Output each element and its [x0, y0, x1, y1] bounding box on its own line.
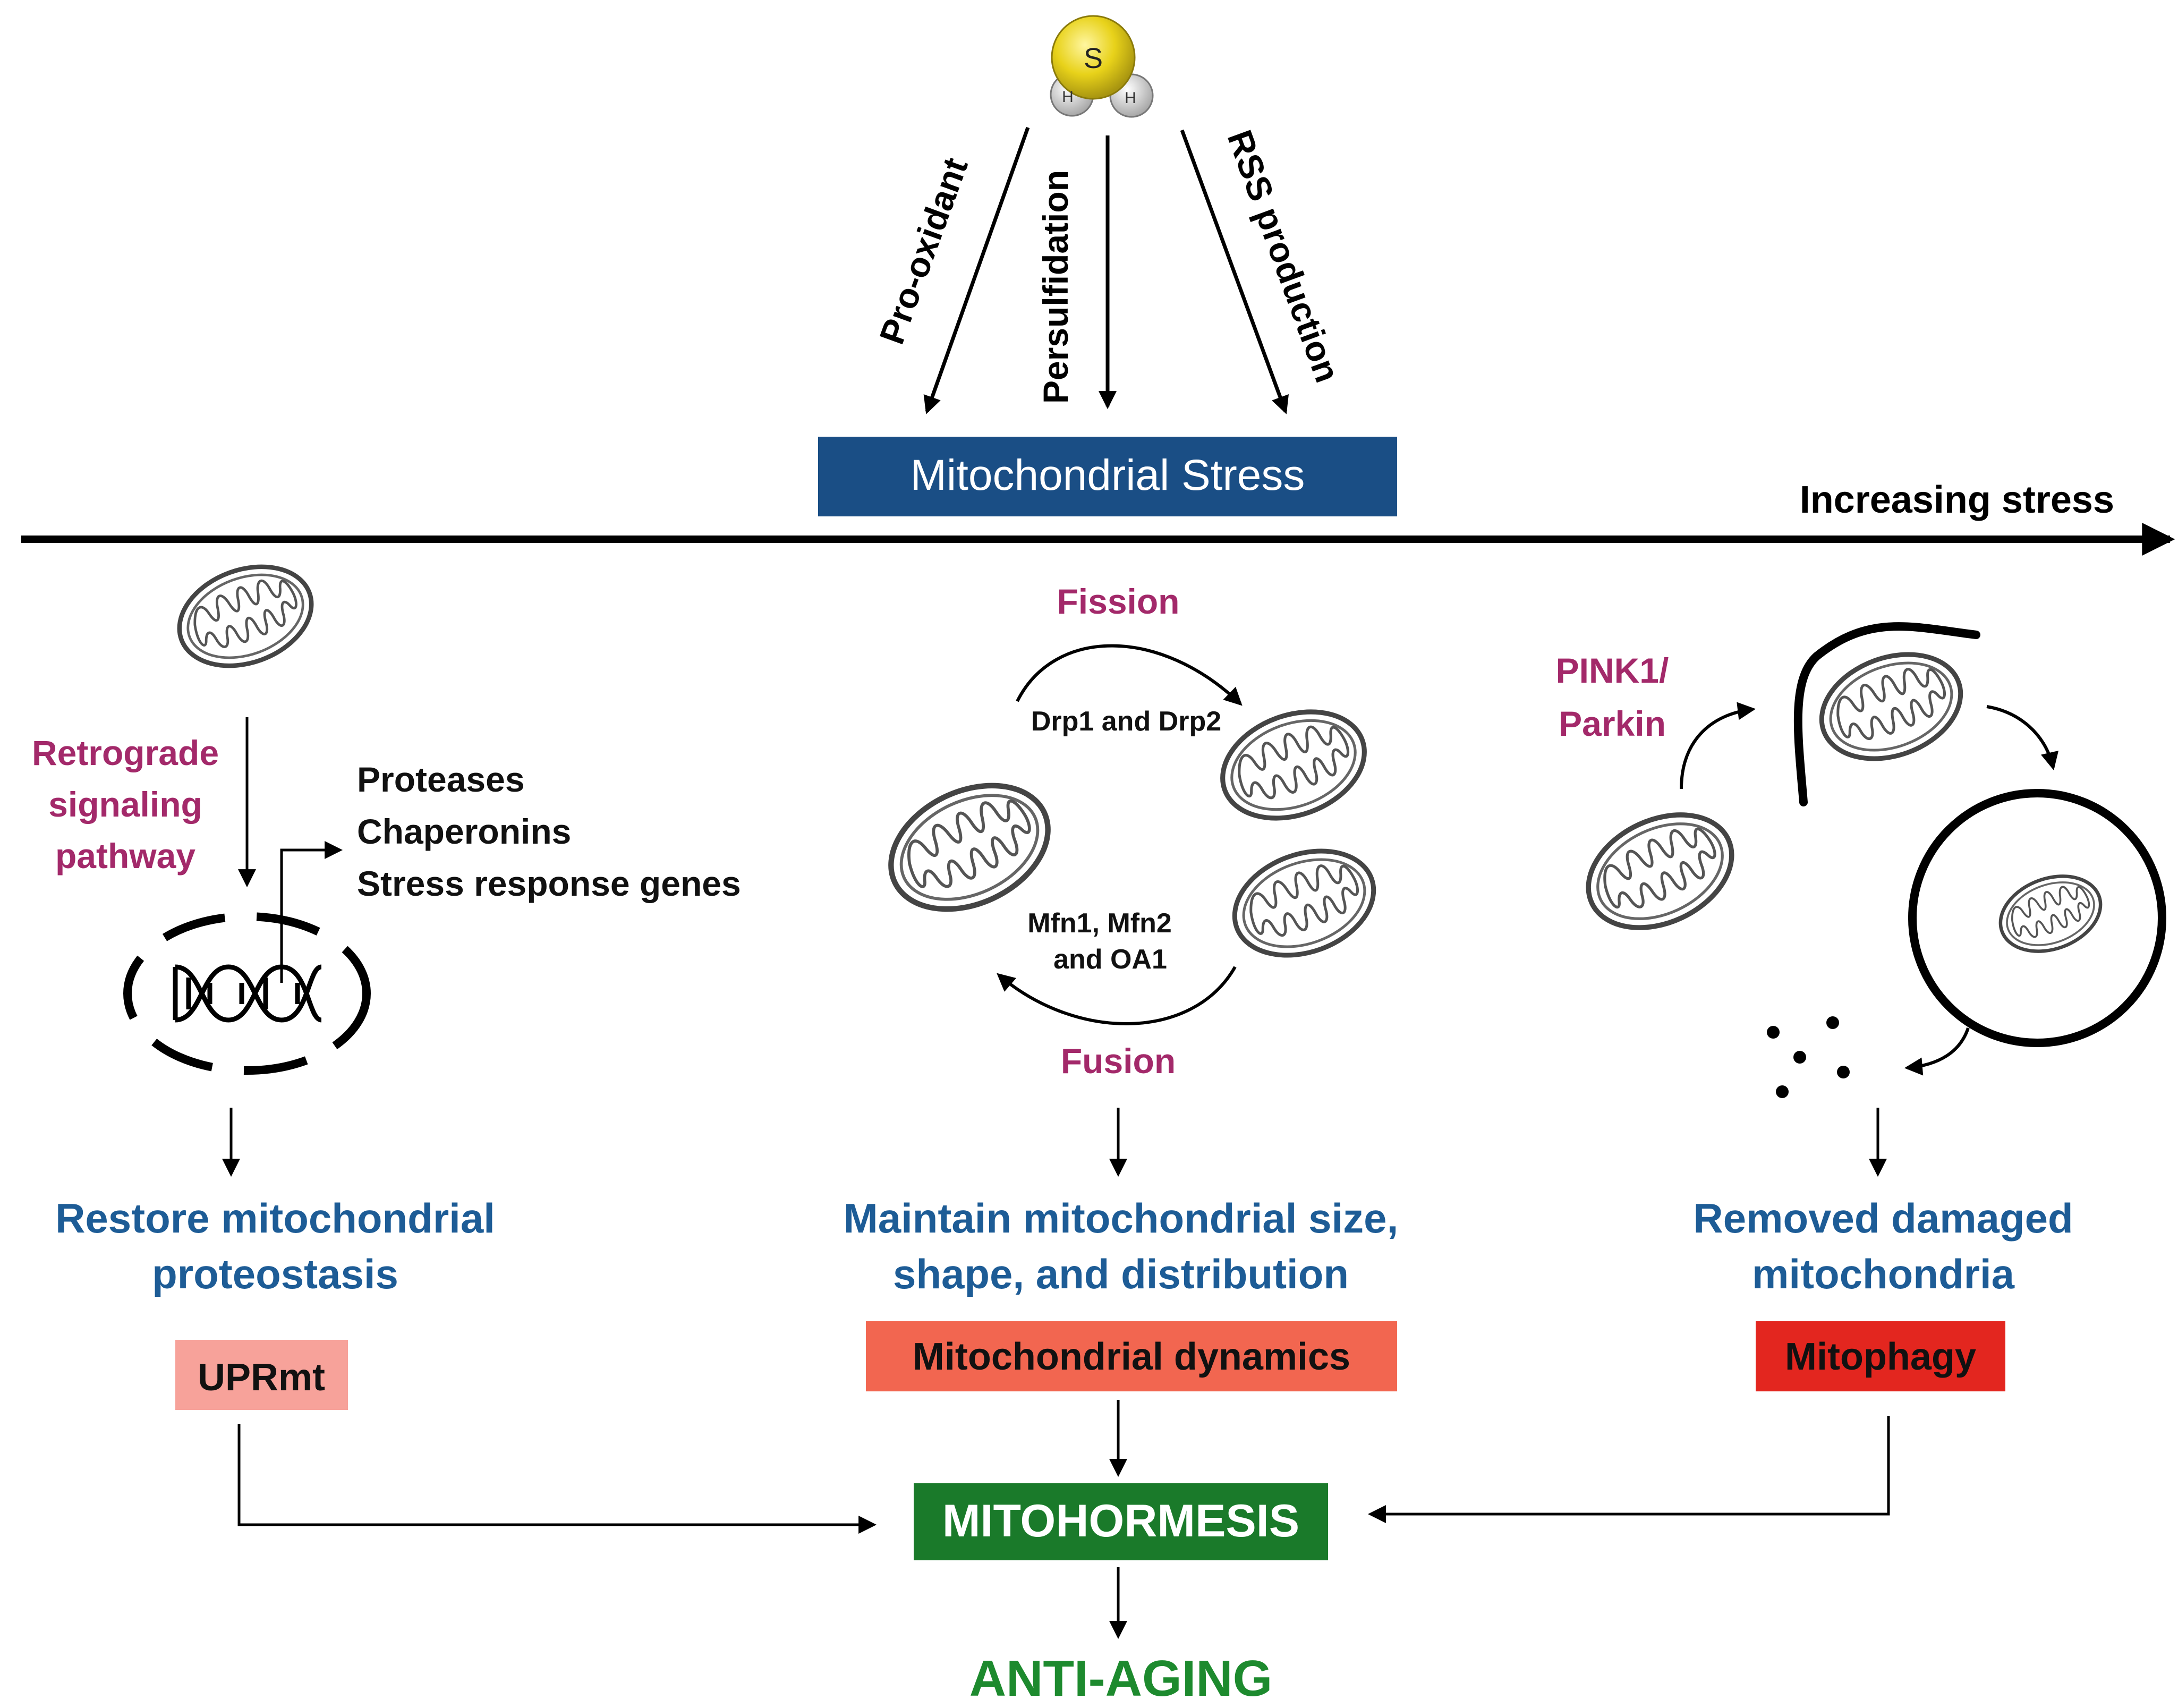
- pink1-line: PINK1/: [1556, 651, 1669, 690]
- engulfment-arrow: [1986, 705, 2059, 770]
- fission-proteins-label: Drp1 and Drp2: [1031, 706, 1221, 737]
- h2s-molecule: S H H: [1050, 15, 1154, 118]
- top-arrows: [923, 126, 1289, 414]
- fusion-proteins-line-2: and OA1: [1053, 944, 1167, 975]
- persulfidation-label: Persulfidation: [1036, 170, 1075, 404]
- sulfur-atom: [1051, 15, 1136, 100]
- right-outcome-line-1: Removed damaged: [1693, 1195, 2073, 1242]
- mitophagy-connector: [1367, 1416, 1890, 1523]
- left-outcome-line-1: Restore mitochondrial: [55, 1195, 495, 1242]
- gene-chaperonins: Chaperonins: [357, 812, 571, 851]
- degradation-arrow: [1904, 1027, 1970, 1076]
- fission-label: Fission: [1057, 582, 1179, 621]
- mitochondrion-icon-damaged: [1570, 793, 1750, 950]
- sulfur-symbol: S: [1084, 43, 1103, 74]
- middle-outcome-text: Maintain mitochondrial size, shape, and …: [844, 1195, 1398, 1297]
- parkin-line: Parkin: [1559, 704, 1666, 743]
- uprmt-box: [175, 1340, 348, 1410]
- mitochondrial-dynamics-box: [866, 1321, 1397, 1391]
- autophagosome-outline: [1908, 789, 2166, 1047]
- mitochondrion-icon-left: [166, 549, 326, 683]
- uprmt-connector: [237, 1424, 877, 1534]
- pink1-parkin-arrow: [1680, 702, 1756, 789]
- right-outcome-line-2: mitochondria: [1752, 1251, 2015, 1297]
- mitochondrion-icon-fusion-input: [1220, 832, 1389, 973]
- mitochondrial-stress-box: [818, 437, 1397, 516]
- retrograde-line-1: Retrograde: [32, 733, 219, 772]
- mitochondrion-icon-in-autophagosome: [1990, 863, 2111, 965]
- rss-production-arrow: [1180, 129, 1289, 414]
- phagophore-membrane: [1793, 622, 1980, 806]
- mitohormesis-label: MITOHORMESIS: [942, 1495, 1299, 1546]
- uprmt-label: UPRmt: [198, 1356, 325, 1399]
- retrograde-signaling-label: Retrograde signaling pathway: [32, 733, 219, 876]
- mitophagy-label: Mitophagy: [1785, 1336, 1976, 1378]
- mitochondrial-dynamics-label: Mitochondrial dynamics: [913, 1336, 1350, 1378]
- fission-arrow: [1016, 644, 1243, 706]
- mitochondrial-stress-label: Mitochondrial Stress: [911, 451, 1305, 499]
- hydrogen-symbol-left: H: [1062, 88, 1074, 106]
- pro-oxidant-arrow: [923, 126, 1030, 414]
- gene-stress-response: Stress response genes: [357, 864, 741, 903]
- fusion-arrow: [997, 966, 1237, 1025]
- gene-proteases: Proteases: [357, 760, 525, 799]
- mitochondrion-icon-engulfed: [1807, 636, 1976, 777]
- gene-expression-arrow: [280, 841, 343, 983]
- middle-outcome-line-2: shape, and distribution: [893, 1251, 1349, 1297]
- fusion-proteins-line-1: Mfn1, Mfn2: [1027, 908, 1172, 939]
- nucleus-outline: [123, 912, 371, 1075]
- rss-production-label: RSS production: [1220, 125, 1348, 387]
- mitophagy-box: [1756, 1321, 2005, 1391]
- stress-genes-list: Proteases Chaperonins Stress response ge…: [357, 760, 741, 903]
- hydrogen-symbol-right: H: [1125, 89, 1136, 107]
- degradation-fragments: [1767, 1016, 1850, 1098]
- fusion-label: Fusion: [1061, 1041, 1176, 1081]
- retrograde-line-2: signaling: [48, 785, 202, 824]
- pink1-parkin-label: PINK1/ Parkin: [1556, 651, 1669, 743]
- left-outcome-text: Restore mitochondrial proteostasis: [55, 1195, 495, 1297]
- fusion-proteins-label: Mfn1, Mfn2 and OA1: [1027, 908, 1172, 975]
- increasing-stress-label: Increasing stress: [1800, 479, 2114, 521]
- retrograde-line-3: pathway: [55, 836, 195, 876]
- middle-outcome-line-1: Maintain mitochondrial size,: [844, 1195, 1398, 1242]
- mitohormesis-box: [914, 1483, 1328, 1560]
- mitochondrion-icon-fission-result: [1208, 693, 1380, 837]
- right-outcome-text: Removed damaged mitochondria: [1693, 1195, 2073, 1297]
- anti-aging-label: ANTI-AGING: [969, 1650, 1273, 1707]
- dna-icon: [173, 964, 322, 1023]
- left-outcome-line-2: proteostasis: [152, 1251, 398, 1297]
